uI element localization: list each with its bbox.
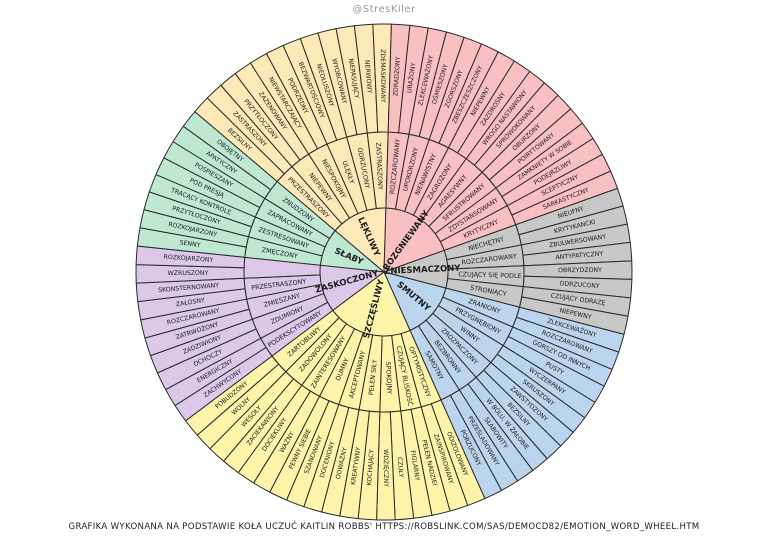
mid-label-zastraszony: ZASTRASZONY — [374, 142, 384, 190]
mid-label-czujacy-sie-podle: CZUJĄCY SIĘ PODLE — [458, 270, 522, 280]
leaf-label-antypatyczny: ANTYPATYCZNY — [555, 250, 603, 261]
wheel-wedges — [135, 23, 633, 521]
leaf-label-rozkojarzony: ROZKOJARZONY — [163, 254, 213, 264]
leaf-label-wdzieczny: WDZIĘCZNY — [382, 449, 389, 487]
leaf-label-figlarny: FIGLARNY — [409, 450, 421, 482]
leaf-label-obrzydzony: OBRZYDZONY — [558, 267, 602, 274]
author-handle: @StresKiler — [352, 4, 416, 15]
leaf-label-czuly: CZUŁY — [396, 457, 405, 478]
leaf-label-odrzucony: ODRZUCONY — [559, 280, 600, 290]
leaf-label-kochajacy: KOCHAJĄCY — [365, 449, 375, 485]
leaf-label-zdradzony: ZDRADZONY — [392, 56, 402, 96]
source-credit: GRAFIKA WYKONANA NA PODSTAWIE KOŁA UCZUĆ… — [68, 522, 700, 532]
mid-label-spokojny: SPOKOJNY — [384, 362, 393, 395]
mid-label-pelen-sily: PEŁEN SIŁY — [367, 359, 379, 396]
core-label-zniesmaczony: ZNIESMACZONY — [384, 264, 462, 277]
leaf-label-zalosny: ZAŁOSNY — [175, 297, 205, 309]
leaf-label-senny: SENNY — [179, 239, 201, 249]
leaf-wedge-rozkojarzony — [135, 245, 246, 269]
leaf-label-nerwowy: NERWOWY — [363, 60, 373, 94]
leaf-label-wzruszony: WZRUSZONY — [168, 270, 209, 277]
leaf-label-zdemaskowany: ZDEMASKOWANY — [379, 49, 386, 103]
